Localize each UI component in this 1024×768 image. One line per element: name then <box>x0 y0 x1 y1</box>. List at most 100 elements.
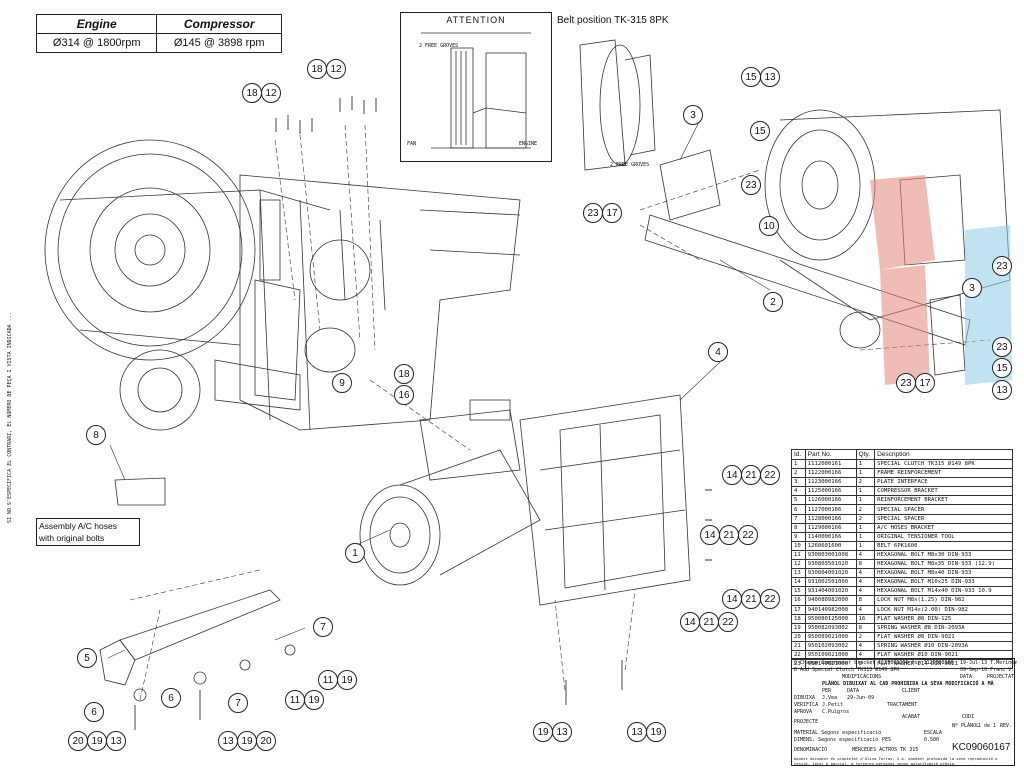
aprova-who: C.Puigros <box>822 709 850 715</box>
bom-qty: 2 <box>855 504 876 515</box>
callout-23c: 23 <box>992 337 1012 357</box>
callout-14: 14 <box>680 612 700 632</box>
callout-group-15-13: 15 13 <box>741 67 780 87</box>
verifica-who: J.Petit <box>822 702 844 708</box>
bom-id: 9 <box>791 531 806 542</box>
callout-13: 13 <box>760 67 780 87</box>
bom-part-no: 1129000166 <box>804 522 857 533</box>
speed-table: Engine Compressor Ø314 @ 1800rpm Ø145 @ … <box>35 14 282 53</box>
callout-14: 14 <box>700 525 720 545</box>
callout-group-23-17b: 23 17 <box>896 373 935 393</box>
dibuixa-who: J.Vea <box>822 695 838 701</box>
client-label: CLIENT <box>902 688 921 694</box>
callout-20: 20 <box>256 731 276 751</box>
callout-group-18-12b: 18 12 <box>307 59 346 79</box>
side-note: SI NO S'ESPECIFICA EL CONTRARI, EL NÚMER… <box>7 312 13 523</box>
dimens-label: DIMENS. Segons especificació <box>794 737 879 743</box>
attention-title: ATTENTION <box>446 15 506 25</box>
bom-part-no: 950080125000 <box>804 613 857 624</box>
bom-description: FRAME REINFORCEMENT <box>874 468 1013 479</box>
callout-10: 10 <box>759 216 779 236</box>
revision-c: C Change Compressor bracket 1125000166 f… <box>794 660 954 666</box>
bom-description: BELT 6PK1600 <box>874 540 1013 551</box>
bom-part-no: 931404001020 <box>804 586 857 597</box>
bom-qty: 4 <box>855 549 876 561</box>
bom-qty: 1 <box>855 540 876 551</box>
revision-c-date: 19-Jul-13 T.Merinez <box>960 660 1018 666</box>
bom-qty: 1 <box>855 495 876 506</box>
bom-description: SPRING WASHER Ø8 DIN-2093A <box>874 622 1013 633</box>
bom-id: 17 <box>791 604 806 615</box>
assembly-note-line2: with original bolts <box>39 533 105 543</box>
engine-pulley <box>44 139 331 431</box>
bom-header-id: Id. <box>791 449 806 460</box>
callout-19: 19 <box>304 690 324 710</box>
bom-description: LOCK NUT M8x(1.25) DIN-982 <box>874 595 1013 606</box>
bom-description: ORIGINAL TENSIONER TOOL <box>874 531 1013 542</box>
acabat-label: ACABAT <box>902 714 921 720</box>
title-block: C Change Compressor bracket 1125000166 f… <box>791 658 1018 766</box>
bom-qty: 4 <box>855 586 876 597</box>
bom-description: SPECIAL SPACER <box>874 504 1013 515</box>
compressor-header: Compressor <box>156 14 282 34</box>
callout-16: 16 <box>394 385 414 405</box>
callout-23: 23 <box>583 203 603 223</box>
bom-description: REINFORCEMENT BRACKET <box>874 495 1013 506</box>
callout-13: 13 <box>552 722 572 742</box>
callout-7b: 7 <box>228 693 248 713</box>
assembly-note: Assembly A/C hoses with original bolts <box>36 518 140 546</box>
sheet-count: 1 de 1 <box>978 723 997 729</box>
bom-part-no: 950082093002 <box>804 622 857 633</box>
callout-group-18-12a: 18 12 <box>242 83 281 103</box>
callout-group-23-17a: 23 17 <box>583 203 622 223</box>
engine-label: ENGINE <box>519 141 538 147</box>
callout-14: 14 <box>722 589 742 609</box>
bom-id: 3 <box>791 477 806 488</box>
callout-13: 13 <box>218 731 238 751</box>
bom-id: 20 <box>791 631 806 642</box>
bom-qty: 1 <box>855 522 876 533</box>
callout-18: 18 <box>242 83 262 103</box>
dibuixa-label: DIBUIXA <box>794 695 816 701</box>
callout-11: 11 <box>285 690 305 710</box>
callout-19: 19 <box>337 670 357 690</box>
callout-17: 17 <box>602 203 622 223</box>
bom-description: SPECIAL SPACER <box>874 513 1013 524</box>
callout-8: 8 <box>86 425 106 445</box>
callout-13: 13 <box>627 722 647 742</box>
bom-qty: 4 <box>855 577 876 588</box>
bom-id: 16 <box>791 595 806 606</box>
bom-part-no: 930803001008 <box>804 549 857 561</box>
compressor-bracket <box>519 394 691 606</box>
bom-qty: 2 <box>855 631 876 642</box>
bom-description: FLAT WASHER Ø8 DIN-9021 <box>874 631 1013 642</box>
bom-id: 15 <box>791 586 806 597</box>
bom-id: 21 <box>791 640 806 651</box>
bom-part-no: 1123000166 <box>804 477 857 488</box>
callout-19: 19 <box>87 731 107 751</box>
dibuixa-date: 29-Jun-09 <box>847 695 875 701</box>
callout-20: 20 <box>68 731 88 751</box>
attention-note: 2 FREE GROVES <box>419 43 459 49</box>
callout-15: 15 <box>750 121 770 141</box>
callout-19: 19 <box>237 731 257 751</box>
callout-13: 13 <box>106 731 126 751</box>
bom-description: SPECIAL CLUTCH TK315 Ø149 8PK <box>874 458 1013 470</box>
date-label: DATA <box>960 674 973 680</box>
codi-label: CODI <box>962 714 975 720</box>
per-label: PER <box>822 688 832 694</box>
belt-position-note: 2 FREE GROVES <box>610 162 650 168</box>
rev-label: REV. <box>1000 723 1013 729</box>
callout-22: 22 <box>738 525 758 545</box>
projectat-label: PROJECTAT <box>987 674 1015 680</box>
modifications-label: MODIFICACIONS <box>842 674 882 680</box>
denominacio-label: DENOMINACIÓ <box>794 747 828 753</box>
bom-qty: 16 <box>855 613 876 624</box>
bom-qty: 1 <box>855 486 876 497</box>
